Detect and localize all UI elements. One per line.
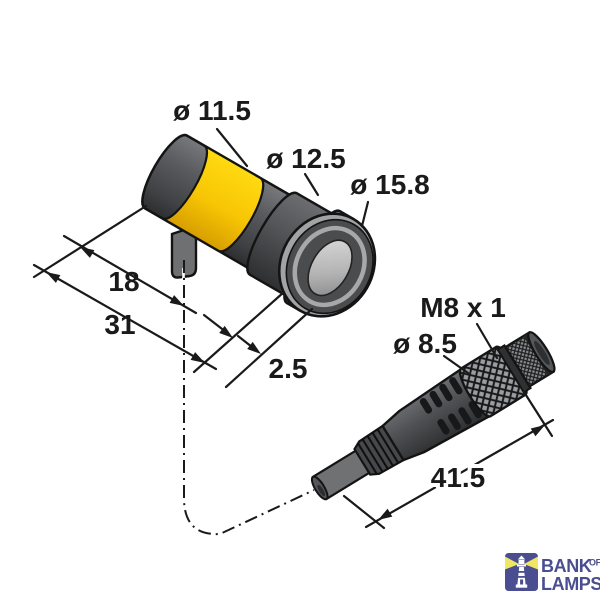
- callout-diameter-12-5: ø 12.5: [266, 143, 346, 197]
- sensor-yellow-band: [161, 144, 265, 253]
- tower-stripe: [518, 576, 526, 578]
- label-diameter-15-8: ø 15.8: [350, 169, 429, 200]
- tower-door: [520, 579, 524, 585]
- light-beam-right: [524, 556, 538, 570]
- light-beam-left: [505, 556, 519, 570]
- label-diameter-12-5: ø 12.5: [266, 143, 345, 174]
- mounting-tab: [170, 224, 198, 279]
- grip-slots: [419, 377, 482, 435]
- flange-chamfer-ring: [292, 225, 367, 308]
- label-diameter-11-5: ø 11.5: [173, 95, 251, 126]
- label-length-31: 31: [104, 309, 135, 340]
- sensor-flange: [277, 209, 377, 318]
- dimension-41-5: 41.5: [342, 390, 555, 530]
- leader-line: [475, 322, 499, 360]
- callout-diameter-15-8: ø 15.8: [350, 169, 430, 228]
- label-diameter-8-5: ø 8.5: [393, 328, 457, 359]
- dimension-18: 18: [32, 204, 198, 315]
- extension-line-flange-front: [224, 307, 314, 389]
- leader-line: [303, 172, 320, 197]
- leader-line: [442, 354, 470, 375]
- leader-line: [215, 127, 249, 168]
- extension-line-thread-end: [522, 390, 554, 438]
- label-length-18: 18: [108, 266, 139, 297]
- cable-centerline: [183, 260, 315, 536]
- extension-line-flange-back: [192, 290, 286, 374]
- dimension-2-5: 2.5: [192, 290, 314, 389]
- label-length-2-5: 2.5: [269, 353, 308, 384]
- label-thread-m8x1: M8 x 1: [420, 292, 506, 323]
- sensor-lens: [307, 239, 353, 297]
- dimension-31: 31: [32, 263, 218, 371]
- logo-text-of: OF: [589, 558, 600, 568]
- logo-text-lamps: LAMPS: [541, 574, 600, 594]
- bank-of-lamps-logo: BANK OF LAMPS: [505, 553, 600, 594]
- extension-line-cable-end: [342, 494, 386, 530]
- leader-line: [360, 200, 370, 228]
- callout-diameter-11-5: ø 11.5: [173, 95, 251, 168]
- logo-text-bank: BANK: [541, 556, 592, 576]
- tower-stripe: [518, 571, 525, 573]
- connector: [310, 330, 556, 501]
- connector-thread: [503, 330, 556, 388]
- callout-diameter-8-5: ø 8.5: [393, 328, 470, 375]
- extension-line-back: [32, 204, 148, 279]
- callout-thread-m8: M8 x 1: [420, 292, 506, 360]
- lighthouse-icon: [505, 553, 538, 591]
- label-length-41-5: 41.5: [431, 462, 486, 493]
